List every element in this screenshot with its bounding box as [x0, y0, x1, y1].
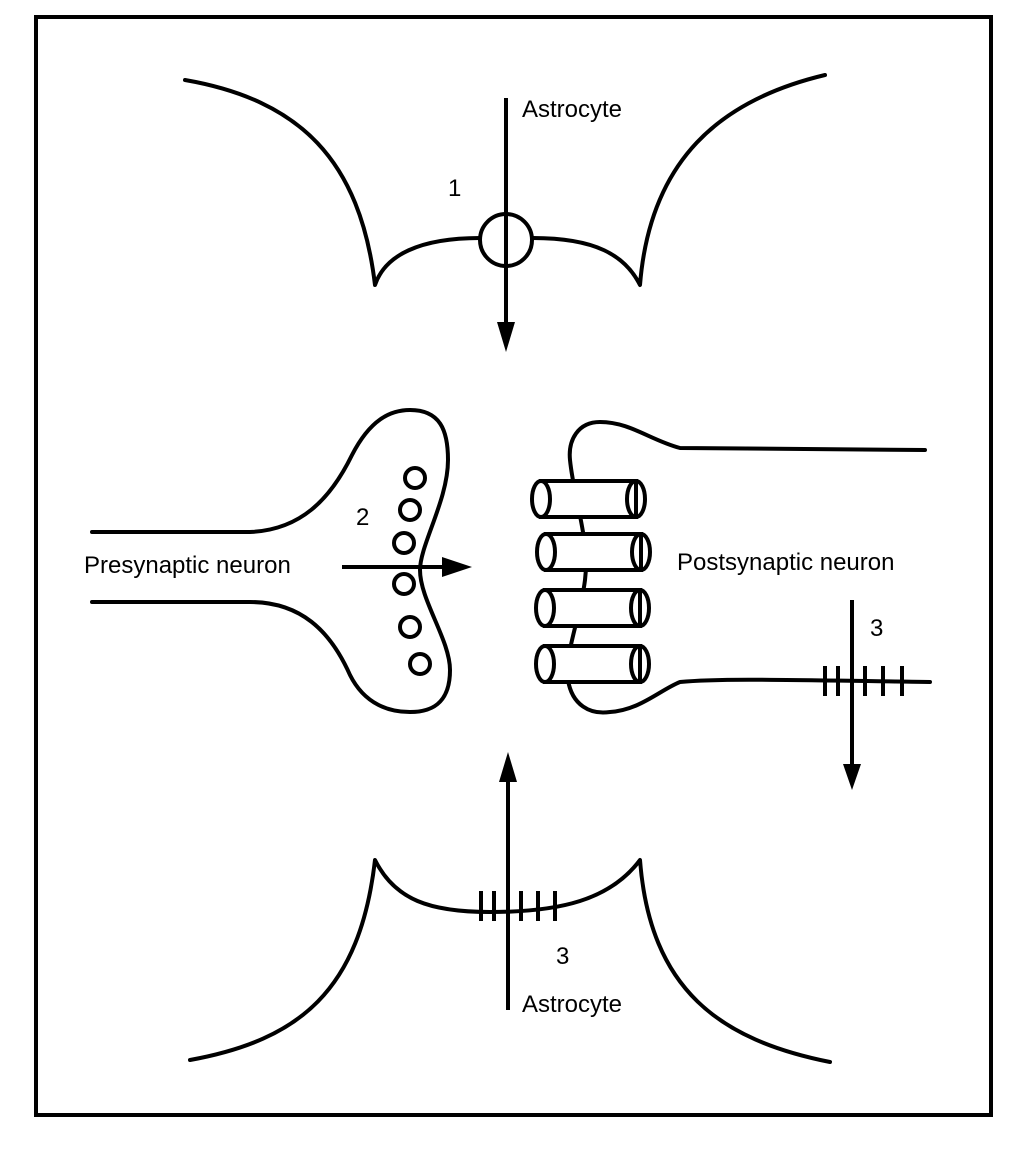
- presynaptic-terminal: [90, 408, 452, 714]
- step-1-marker: 1: [448, 175, 461, 202]
- presynaptic-neuron-label: Presynaptic neuron: [84, 552, 291, 579]
- step-3-astrocyte-marker: 3: [556, 943, 569, 970]
- receptor: [530, 479, 647, 519]
- bottom-astrocyte-arrowhead: [499, 752, 517, 782]
- presynaptic-arrowhead: [442, 557, 472, 577]
- bottom-astrocyte-label: Astrocyte: [522, 991, 622, 1018]
- top-astrocyte-membrane: [183, 73, 827, 287]
- diagram-frame: [34, 15, 993, 1117]
- bottom-astrocyte-membrane: [188, 858, 832, 1064]
- vesicle: [408, 652, 432, 676]
- postsynaptic-neuron-label: Postsynaptic neuron: [677, 549, 894, 576]
- postsynaptic-ticks: [823, 666, 904, 696]
- top-astrocyte-arrowhead: [497, 322, 515, 352]
- step-2-marker: 2: [356, 504, 369, 531]
- receptor: [534, 588, 651, 628]
- receptor: [534, 644, 651, 684]
- vesicle: [392, 572, 416, 596]
- vesicle: [398, 498, 422, 522]
- vesicle: [398, 615, 422, 639]
- postsynaptic-arrowhead: [843, 764, 861, 790]
- vesicle: [403, 466, 427, 490]
- step-3-postsynaptic-marker: 3: [870, 615, 883, 642]
- top-astrocyte-label: Astrocyte: [522, 96, 622, 123]
- bottom-astrocyte-ticks: [479, 891, 557, 921]
- vesicle: [392, 531, 416, 555]
- receptor: [535, 532, 652, 572]
